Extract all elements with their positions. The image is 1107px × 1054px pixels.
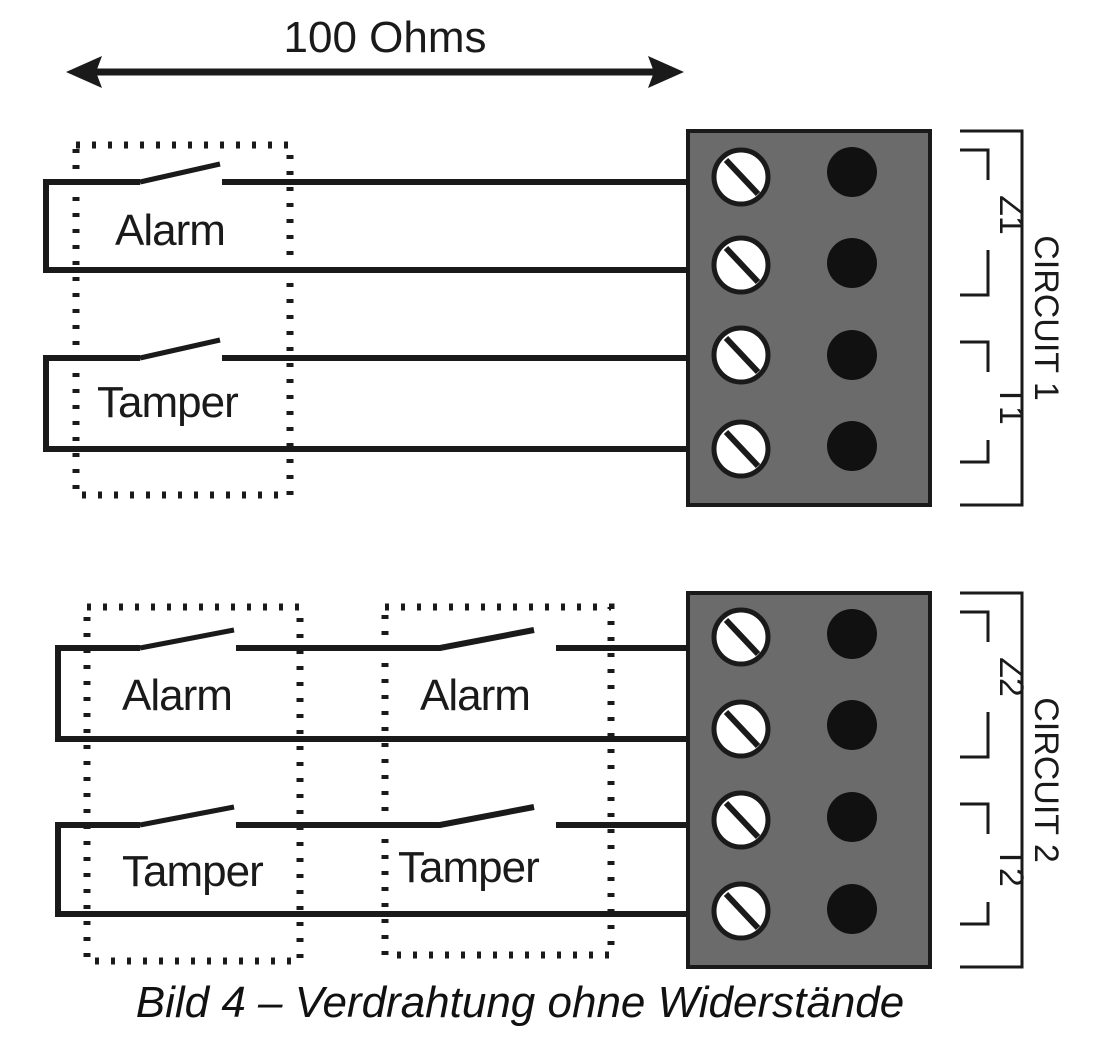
tamper-loop (43, 337, 690, 452)
figure-caption: Bild 4 – Verdrahtung ohne Widerstände (135, 978, 905, 1027)
tamper-switch-label: Tamper (398, 843, 539, 892)
terminal-hole (827, 884, 877, 934)
tamper-switch-label: Tamper (97, 378, 238, 427)
circuit-2-brackets (960, 591, 1024, 969)
zone-label: Z1 (992, 195, 1030, 235)
zone-label: Z2 (992, 657, 1030, 697)
circuit-name: CIRCUIT 2 (1027, 697, 1065, 863)
terminal-hole (827, 792, 877, 842)
screw-terminal (711, 325, 771, 385)
terminal-block-2 (686, 591, 932, 969)
distance-arrow: 100 Ohms (66, 13, 684, 88)
terminal-hole (827, 330, 877, 380)
sensor-box (381, 603, 615, 959)
distance-label: 100 Ohms (284, 13, 487, 62)
circuit-2: Alarm Alarm Tamper Tamper (55, 591, 1065, 969)
terminal-block-1 (686, 129, 932, 507)
alarm-loop (43, 161, 690, 273)
terminal-hole (827, 238, 877, 288)
circuit-name: CIRCUIT 1 (1027, 235, 1065, 401)
alarm-switch-label: Alarm (420, 671, 530, 720)
tamper-zone-label: T1 (992, 385, 1030, 425)
terminal-hole (827, 421, 877, 471)
sensor-box (72, 141, 294, 499)
screw-terminal (711, 235, 771, 295)
screw-terminal (711, 419, 771, 479)
tamper-loop (55, 804, 690, 917)
screw-terminal (711, 790, 771, 850)
circuit-1: Alarm Tamper (43, 129, 1065, 507)
screw-terminal (711, 607, 771, 667)
screw-terminal (711, 881, 771, 941)
screw-terminal (711, 147, 771, 207)
terminal-hole (827, 700, 877, 750)
screw-terminal (711, 699, 771, 759)
tamper-zone-label: T2 (992, 847, 1030, 887)
tamper-switch-label: Tamper (122, 847, 263, 896)
alarm-loop (55, 627, 690, 742)
sensor-box (83, 603, 304, 965)
terminal-hole (827, 147, 877, 197)
circuit-1-brackets (960, 129, 1024, 507)
terminal-hole (827, 609, 877, 659)
alarm-switch-label: Alarm (115, 206, 225, 255)
alarm-switch-label: Alarm (122, 671, 232, 720)
